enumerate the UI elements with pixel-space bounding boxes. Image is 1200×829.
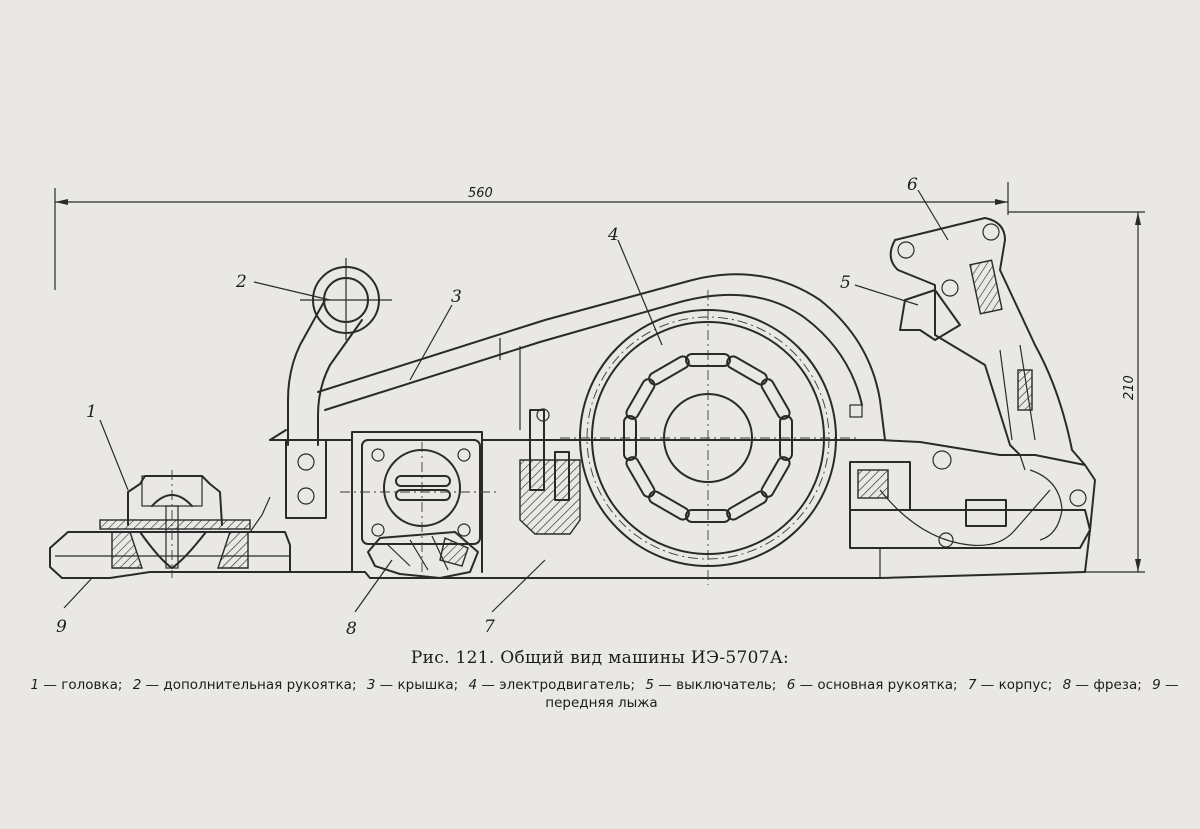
legend-item: 2 — дополнительная рукоятка; [132,677,357,693]
callout-2: 2 [235,272,247,292]
callout-6: 6 [907,175,918,195]
legend-item: 7 — корпус; [967,677,1053,693]
motor-ventilation-slots [623,353,793,523]
callout-3: 3 [451,287,462,307]
callout-5: 5 [840,273,851,293]
motor-slot [648,490,690,521]
dimension-length: 560 [54,182,1009,290]
motor-slot [625,456,656,498]
switch [899,289,961,341]
auxiliary-handle [269,258,392,519]
legend-item: 9 — передняя лыжа [545,677,1179,711]
front-ski [49,531,1086,579]
figure-caption: Рис. 121. Общий вид машины ИЭ-5707А: [410,648,790,668]
motor-slot [760,378,791,420]
motor-slot [726,355,768,386]
legend-item: 8 — фреза; [1062,677,1142,693]
cutter [367,531,479,579]
leader-lines [63,189,949,613]
legend-item: 3 — крышка; [366,677,459,693]
callout-7: 7 [484,617,495,637]
motor-slot [623,415,637,461]
figure-legend: 1 — головка; 2 — дополнительная рукоятка… [18,676,1188,712]
electric-motor [560,290,860,585]
cutter-box [340,439,500,580]
callout-1: 1 [86,402,97,422]
rear-assembly [849,450,1091,578]
housing [269,431,1096,573]
callout-9: 9 [56,617,67,637]
main-handle [889,217,1086,466]
dimension-height: 210 [1008,211,1145,573]
legend-item: 6 — основная рукоятка; [786,677,958,693]
motor-slot [726,490,768,521]
motor-bracket [519,408,581,535]
motor-slot [685,509,731,523]
legend-item: 1 — головка; [30,677,123,693]
head [99,470,271,578]
callout-4: 4 [607,225,619,245]
callouts: 1 2 3 4 5 6 7 8 9 [56,175,918,639]
motor-slot [685,353,731,367]
legend-item: 5 — выключатель; [645,677,777,693]
motor-slot [779,415,793,461]
callout-8: 8 [346,619,357,639]
dimension-length-text: 560 [468,186,493,201]
motor-slot [648,355,690,386]
legend-item: 4 — электродвигатель; [468,677,636,693]
motor-slot [625,378,656,420]
cover [317,273,886,441]
motor-slot [760,456,791,498]
dimension-height-text: 210 [1122,375,1137,400]
